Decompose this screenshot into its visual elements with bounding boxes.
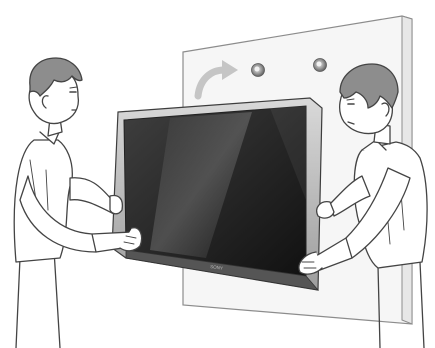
flat-screen-tv-icon: SONY xyxy=(112,98,322,290)
wall-mount-hole-icon xyxy=(314,59,327,72)
installer-person-left xyxy=(14,58,141,348)
wall-mount-hole-icon xyxy=(252,64,265,77)
